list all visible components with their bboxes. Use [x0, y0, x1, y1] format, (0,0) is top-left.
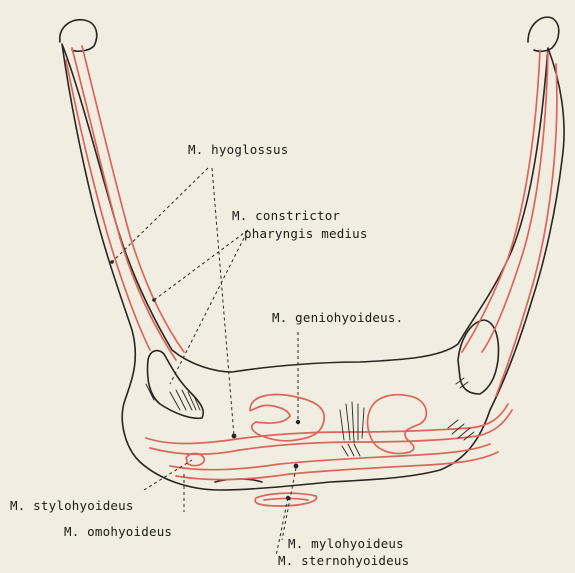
- right-horn-line-lower: [496, 64, 557, 396]
- leader-constrictor-right: [170, 238, 244, 384]
- right-lesser-horn: [458, 320, 498, 394]
- muscle-attachment-lines: [66, 46, 557, 506]
- hatching-marks: [146, 378, 474, 456]
- leader-hyoglossus-right: [212, 168, 234, 436]
- label-omohyoideus: M. omohyoideus: [64, 526, 172, 539]
- dot-hyoglossus: [232, 434, 237, 439]
- attachment-dots: [110, 260, 300, 500]
- left-horn-tip: [60, 20, 97, 51]
- label-sternohyoideus: M. sternohyoideus: [278, 555, 409, 568]
- label-stylohyoideus: M. stylohyoideus: [10, 500, 134, 513]
- dot-constrictor: [152, 298, 156, 302]
- dot-mylohyoideus: [294, 464, 299, 469]
- label-constrictor-line2: pharyngis medius: [244, 228, 368, 241]
- right-horn-line-inner: [482, 52, 548, 352]
- stylohyoid-oval: [186, 454, 204, 466]
- dot-left-horn: [110, 260, 114, 264]
- right-horn-tip: [528, 17, 559, 51]
- leader-hyoglossus-left: [112, 168, 208, 262]
- geniohyoid-right-area: [368, 395, 427, 454]
- dot-geniohyoideus: [296, 420, 300, 424]
- left-horn-line-lower: [66, 60, 150, 350]
- leader-mylohyoideus: [282, 468, 296, 540]
- label-constrictor-line1: M. constrictor: [232, 210, 340, 223]
- label-geniohyoideus: M. geniohyoideus.: [272, 312, 403, 325]
- leader-constrictor-left: [154, 230, 248, 300]
- label-mylohyoideus: M. mylohyoideus: [288, 538, 404, 551]
- dot-sternohyoideus: [286, 496, 290, 500]
- right-horn-line-outer: [462, 50, 540, 352]
- body-line-lower: [170, 444, 490, 470]
- label-hyoglossus: M. hyoglossus: [188, 144, 288, 157]
